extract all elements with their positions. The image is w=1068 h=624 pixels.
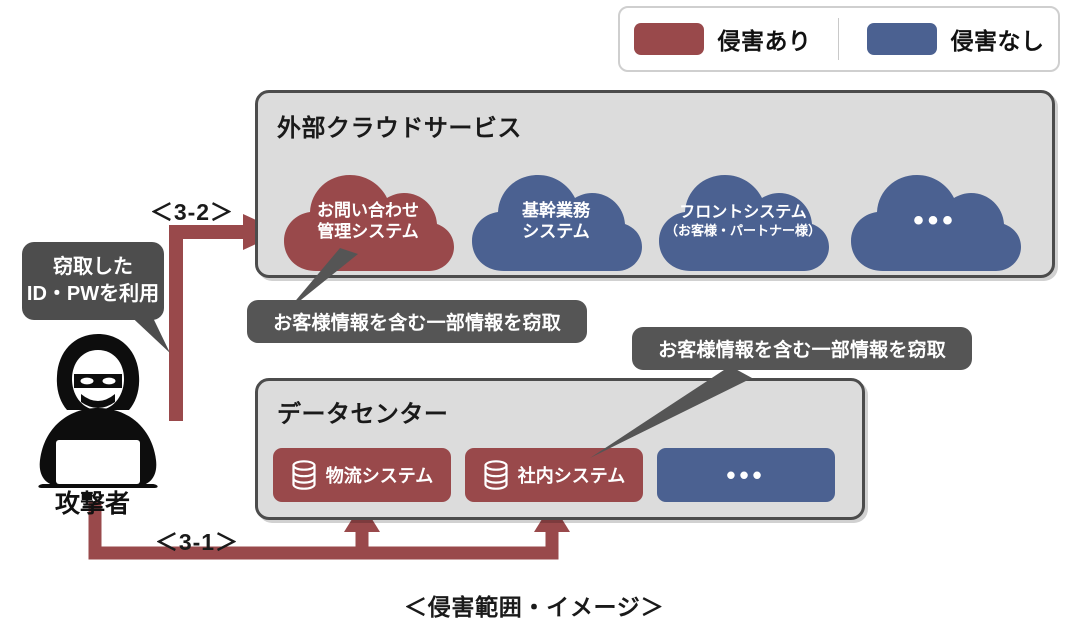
- ellipsis-icon: •••: [726, 460, 766, 490]
- external-cloud-service-title: 外部クラウドサービス: [277, 115, 522, 142]
- step-label-3-1: ＜3-1＞: [155, 529, 239, 555]
- chip-logistics-system-label: 物流システム: [325, 466, 434, 486]
- legend-item-breached: 侵害あり: [633, 22, 812, 56]
- data-center-title: データセンター: [277, 401, 449, 428]
- breached-swatch: [633, 23, 704, 55]
- callout-inquiry-data-theft: お客様情報を含む一部情報を窃取: [247, 300, 587, 343]
- legend-item-safe: 侵害なし: [866, 22, 1045, 56]
- step-label-3-2: ＜3-2＞: [150, 199, 234, 225]
- legend: 侵害あり 侵害なし: [618, 6, 1060, 72]
- chip-more-systems[interactable]: •••: [657, 448, 835, 502]
- attacker-bubble-line2: ID・PWを利用: [26, 283, 160, 305]
- cloud-core-business-system[interactable]: 基幹業務 システム: [468, 167, 644, 275]
- attacker-bubble-line1: 窃取した: [53, 256, 133, 278]
- callout-pointer-internal: [590, 366, 752, 458]
- legend-label-safe: 侵害なし: [950, 28, 1045, 54]
- figure-caption: ＜侵害範囲・イメージ＞: [404, 594, 665, 620]
- cloud-front-system[interactable]: フロントシステム （お客様・パートナー様）: [655, 167, 831, 275]
- hacker-icon: [38, 334, 158, 488]
- attacker-label: 攻撃者: [55, 490, 131, 518]
- legend-label-breached: 侵害あり: [717, 28, 812, 54]
- callout-pointer-inquiry: [286, 248, 358, 312]
- chip-internal-system-label: 社内システム: [517, 466, 626, 486]
- database-icon: [292, 460, 316, 490]
- cloud-more-systems[interactable]: •••: [847, 167, 1023, 275]
- chip-logistics-system[interactable]: 物流システム: [273, 448, 451, 502]
- database-icon: [484, 460, 508, 490]
- chip-internal-system[interactable]: 社内システム: [465, 448, 643, 502]
- callout-internal-data-theft-text: お客様情報を含む一部情報を窃取: [658, 340, 946, 361]
- callout-inquiry-data-theft-text: お客様情報を含む一部情報を窃取: [273, 313, 561, 334]
- callout-internal-data-theft: お客様情報を含む一部情報を窃取: [632, 327, 972, 370]
- attacker-speech-bubble: 窃取した ID・PWを利用: [22, 242, 164, 320]
- legend-divider: [838, 18, 840, 60]
- safe-swatch: [866, 23, 937, 55]
